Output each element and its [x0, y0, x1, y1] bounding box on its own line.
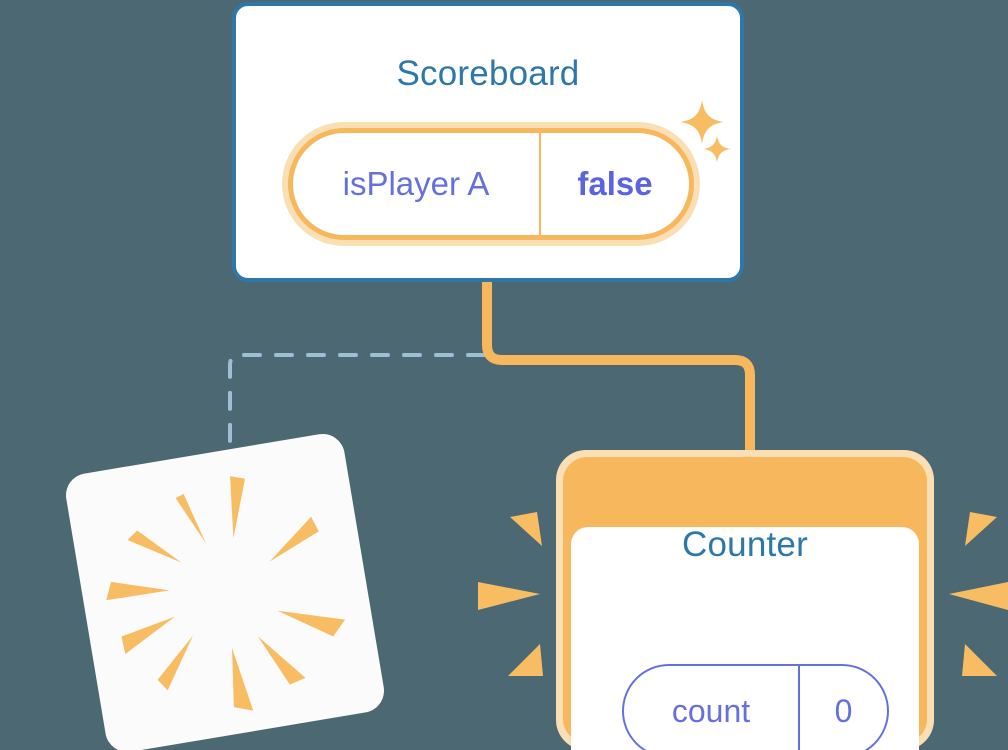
burst-ray — [277, 610, 346, 637]
sparkle-large-icon — [680, 100, 724, 144]
counter-card-highlight-ring: Counter count 0 — [563, 457, 927, 750]
counter-property-value: 0 — [834, 692, 853, 729]
ray-right-top — [965, 512, 997, 546]
pill-highlight-ring: isPlayer A false — [288, 128, 694, 240]
burst-rays-icon — [106, 476, 346, 711]
burst-ray — [157, 635, 193, 691]
ray-left-mid — [478, 582, 540, 610]
burst-ray — [127, 530, 182, 563]
scoreboard-property-value: false — [577, 165, 653, 202]
blank-card[interactable] — [62, 430, 388, 750]
scoreboard-property-pill[interactable]: isPlayer A false — [282, 122, 700, 246]
pill-divider — [798, 666, 800, 750]
counter-card-body: Counter count 0 — [571, 527, 919, 750]
ray-left-top — [510, 512, 542, 546]
scoreboard-title: Scoreboard — [396, 54, 580, 93]
pill-divider — [539, 133, 541, 235]
ray-left-bottom — [508, 644, 543, 676]
counter-property-pill[interactable]: count 0 — [622, 664, 889, 750]
scoreboard-card[interactable]: Scoreboard isPlayer A false — [232, 2, 744, 282]
counter-title: Counter — [682, 525, 808, 564]
burst-ray — [232, 647, 254, 711]
burst-ray — [106, 581, 170, 601]
pill-core: isPlayer A false — [293, 133, 689, 235]
burst-ray — [257, 636, 306, 685]
counter-card[interactable]: Counter count 0 — [556, 450, 934, 750]
connector-scoreboard-to-counter — [482, 282, 755, 470]
scoreboard-property-key: isPlayer A — [342, 165, 490, 202]
counter-property-key: count — [671, 692, 751, 729]
sparkle-small-icon — [703, 135, 731, 163]
ray-right-bottom — [962, 644, 997, 676]
ray-right-mid — [949, 582, 1008, 610]
burst-ray — [269, 516, 319, 562]
burst-ray — [121, 616, 175, 655]
burst-ray — [175, 493, 206, 544]
burst-ray — [230, 476, 246, 539]
